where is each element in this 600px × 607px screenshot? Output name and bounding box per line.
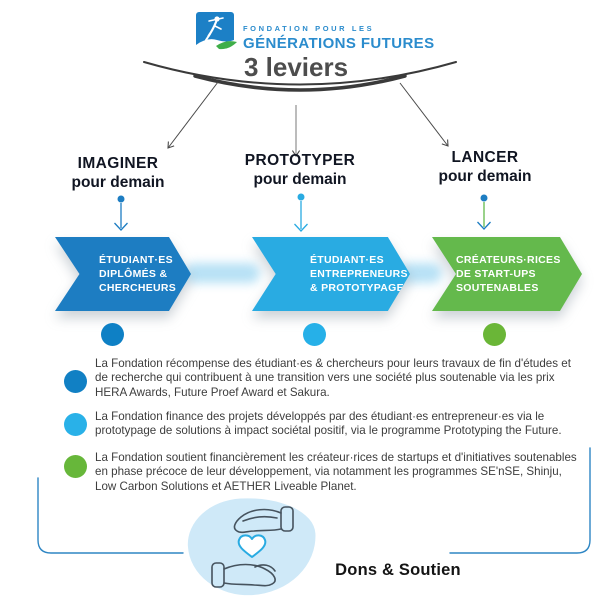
page-title: 3 leviers (243, 52, 349, 82)
chevron-label-line: DIPLÔMÉS & (99, 268, 168, 280)
chevron-label-line: SOUTENABLES (456, 282, 539, 294)
dons-soutien-label: Dons & Soutien (335, 561, 461, 579)
chevron-label-line: ÉTUDIANT·ES (310, 254, 384, 266)
column-down-arrows-icon (114, 193, 491, 232)
chevron-label-line: CRÉATEURS·RICES (456, 254, 561, 266)
foundation-logo-icon (196, 12, 237, 50)
chevron-label-line: DE START-UPS (456, 268, 536, 280)
paragraph-prototyping: La Fondation finance des projets dévelop… (95, 410, 562, 438)
column-header-imaginer: IMAGINER pour demain (33, 154, 203, 192)
chevron-label-line: & PROTOTYPAGE (310, 282, 404, 294)
header-line-2: pour demain (438, 168, 532, 185)
logo-line-1: FONDATION POUR LES (243, 24, 375, 33)
paragraph-bullet-blue (64, 370, 87, 393)
connector-band (398, 263, 442, 283)
connector-band (184, 263, 260, 283)
step-dot-blue (101, 323, 124, 346)
step-dot-green (483, 323, 506, 346)
header-line-1: LANCER (451, 149, 519, 166)
chevron-label-line: CHERCHEURS (99, 282, 177, 294)
logo-line-2: GÉNÉRATIONS FUTURES (243, 35, 435, 52)
chevron-etudiants-diplomes: ÉTUDIANT·ES DIPLÔMÉS & CHERCHEURS (55, 237, 191, 311)
paragraph-awards: La Fondation récompense des étudiant·es … (95, 357, 571, 399)
chevron-createurs-startups: CRÉATEURS·RICES DE START-UPS SOUTENABLES (432, 237, 582, 311)
foundation-logo-wordmark: FONDATION POUR LES GÉNÉRATIONS FUTURES (243, 24, 443, 52)
bottom-bracket-line (37, 447, 591, 554)
hands-holding-heart-icon (211, 506, 294, 588)
paragraph-bullet-green (64, 455, 87, 478)
step-dot-lightblue (303, 323, 326, 346)
arc-stroke (143, 61, 457, 92)
paragraph-startups: La Fondation soutient financièrement les… (95, 451, 577, 493)
chevron-label-line: ÉTUDIANT·ES (99, 254, 173, 266)
chevron-label-line: ENTREPRENEURS (310, 268, 408, 280)
header-line-1: IMAGINER (77, 155, 159, 172)
header-line-1: PROTOTYPER (244, 152, 356, 169)
chevron-etudiants-entrepreneurs: ÉTUDIANT·ES ENTREPRENEURS & PROTOTYPAGE (252, 237, 410, 311)
column-header-prototyper: PROTOTYPER pour demain (215, 151, 385, 189)
spread-arrows-icon (167, 81, 449, 157)
column-header-lancer: LANCER pour demain (400, 148, 570, 186)
header-line-2: pour demain (71, 174, 165, 191)
paragraph-bullet-lightblue (64, 413, 87, 436)
header-line-2: pour demain (253, 171, 347, 188)
